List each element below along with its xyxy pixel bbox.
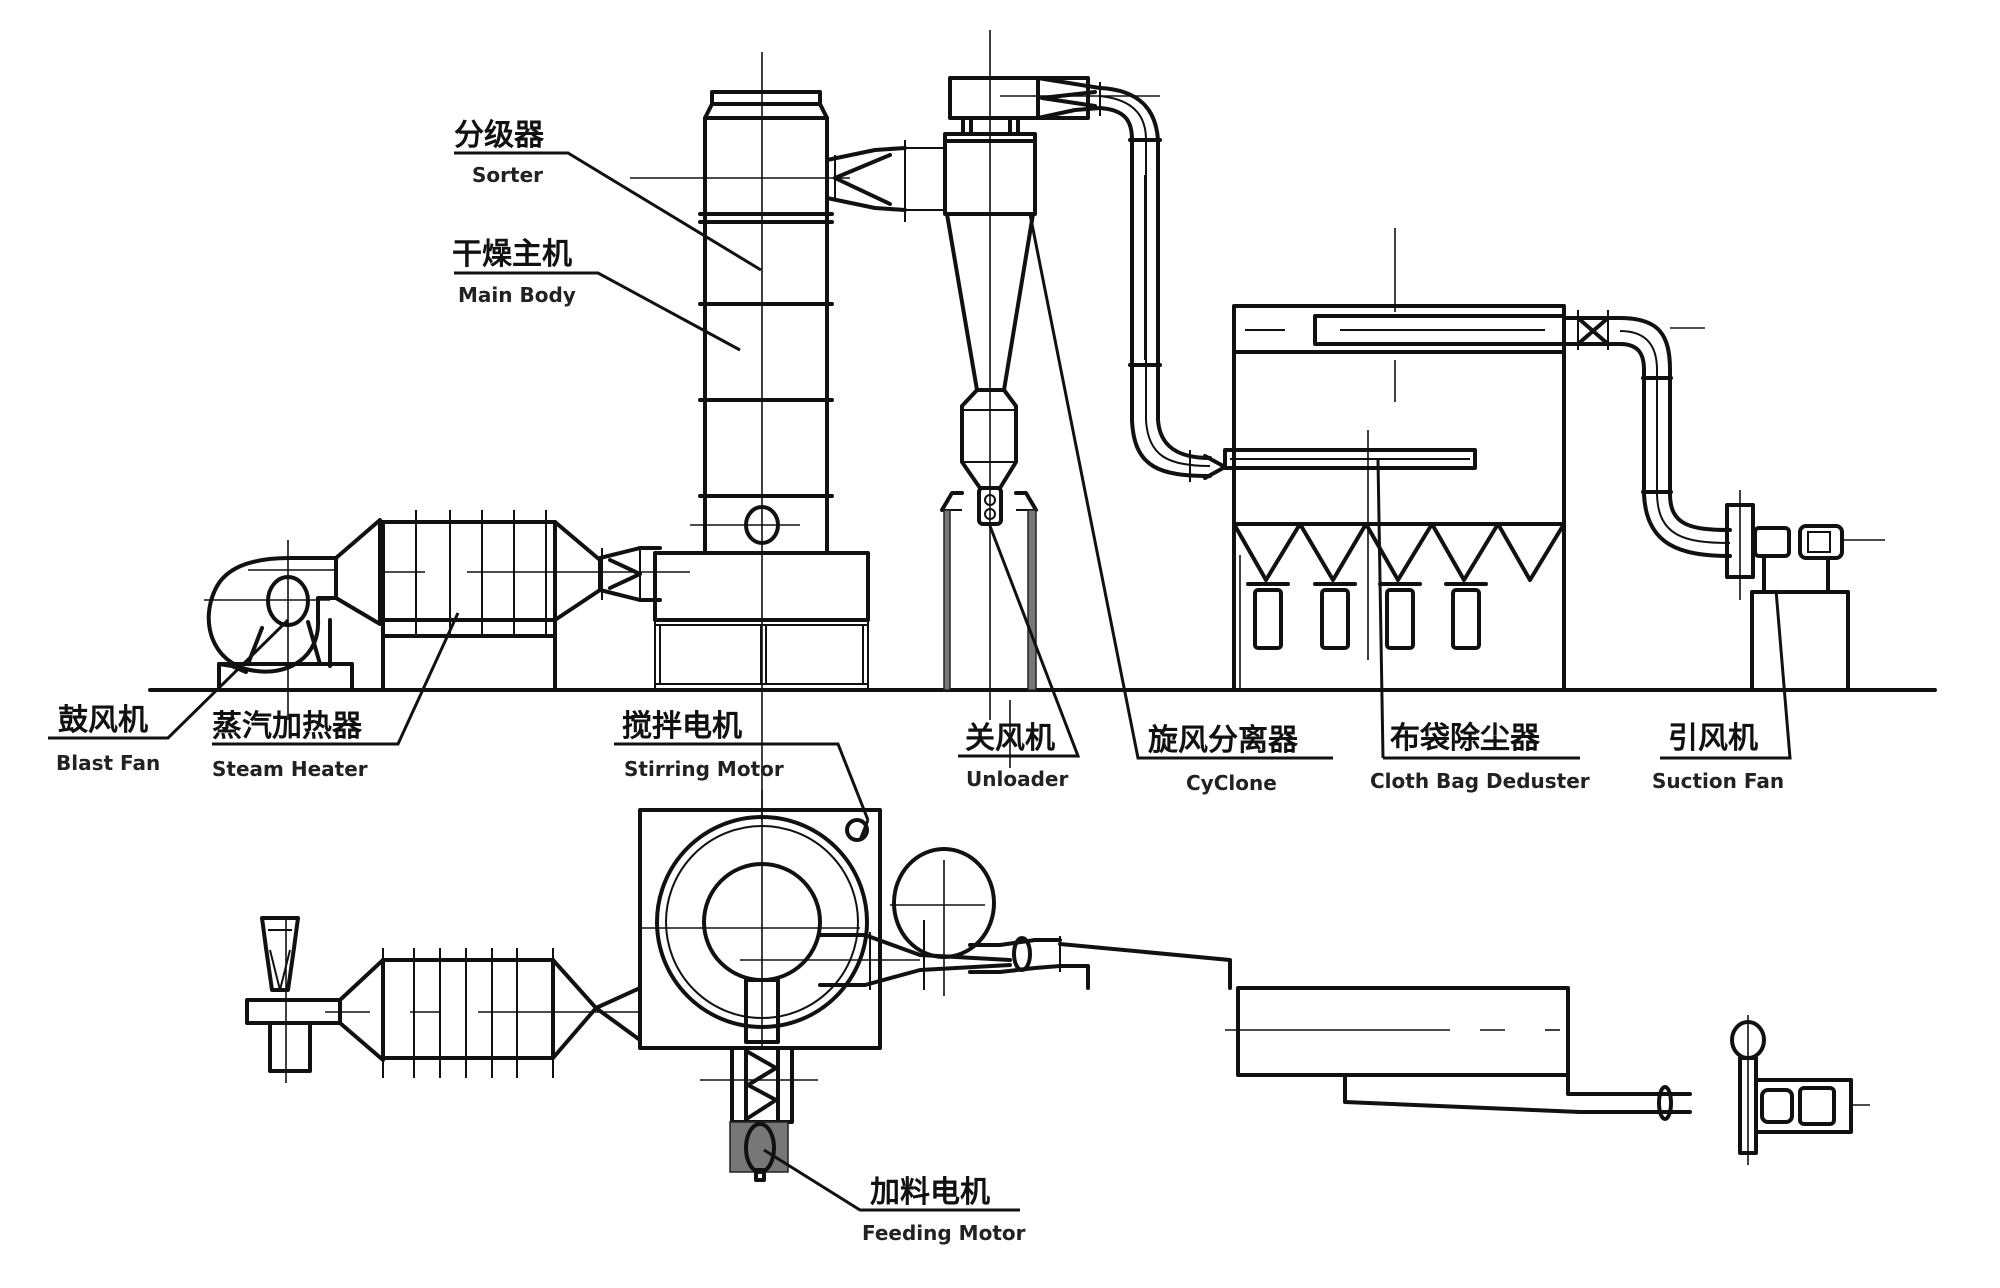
plan-steam-heater — [325, 948, 642, 1078]
label-cyclone: 旋风分离器 CyClone — [1148, 723, 1299, 795]
label-steam-heater: 蒸汽加热器 Steam Heater — [212, 709, 368, 781]
label-blast-fan-cn: 鼓风机 — [58, 703, 148, 738]
leader-lines — [48, 151, 1792, 821]
label-unloader-en: Unloader — [966, 767, 1068, 791]
plan-cyclone — [890, 847, 1232, 996]
plan-deduster — [1225, 986, 1592, 1114]
label-feeding-motor-en: Feeding Motor — [862, 1221, 1026, 1245]
label-cyclone-cn: 旋风分离器 — [1148, 723, 1299, 758]
stirring-motor-marker — [845, 818, 869, 842]
suction-fan — [1725, 490, 1885, 692]
label-deduster: 布袋除尘器 Cloth Bag Deduster — [1370, 721, 1590, 793]
cyclone-leg-left — [943, 509, 951, 691]
label-suction-fan: 引风机 Suction Fan — [1652, 721, 1784, 793]
stirring-motor-leader — [858, 819, 870, 841]
label-blast-fan-en: Blast Fan — [56, 751, 160, 775]
feeder-hopper — [245, 916, 342, 1083]
label-main-body-cn: 干燥主机 — [452, 237, 572, 272]
feeding-motor-body — [729, 1121, 789, 1173]
label-stirring-motor-en: Stirring Motor — [624, 757, 784, 781]
label-cyclone-en: CyClone — [1186, 771, 1277, 795]
label-main-body: 干燥主机 Main Body — [452, 237, 576, 307]
label-main-body-en: Main Body — [458, 283, 576, 307]
label-unloader: 关风机 Unloader — [965, 721, 1068, 791]
cyclone-leg-right — [1027, 509, 1037, 691]
label-suction-fan-cn: 引风机 — [1668, 721, 1758, 756]
plan-main-body — [638, 790, 1012, 1050]
label-stirring-motor: 搅拌电机 Stirring Motor — [622, 709, 784, 781]
main-body — [630, 52, 945, 720]
blast-fan — [204, 540, 354, 720]
label-suction-fan-en: Suction Fan — [1652, 769, 1784, 793]
cloth-bag-deduster — [1223, 228, 1732, 692]
elevation-view: 分级器 Sorter 干燥主机 Main Body 鼓风机 Blast Fan … — [48, 30, 1937, 821]
label-sorter-en: Sorter — [472, 163, 543, 187]
plan-feeder-screw — [700, 1046, 818, 1182]
label-deduster-cn: 布袋除尘器 — [1390, 721, 1541, 756]
label-sorter: 分级器 Sorter — [454, 118, 545, 187]
dust-hopper-outlets — [1246, 582, 1488, 650]
feeding-motor-leader — [763, 1148, 1020, 1212]
label-deduster-en: Cloth Bag Deduster — [1370, 769, 1590, 793]
cyclone — [940, 30, 1227, 720]
label-unloader-cn: 关风机 — [965, 721, 1055, 756]
label-stirring-motor-cn: 搅拌电机 — [622, 709, 742, 744]
label-steam-heater-cn: 蒸汽加热器 — [212, 709, 363, 744]
label-blast-fan: 鼓风机 Blast Fan — [56, 703, 160, 775]
label-sorter-cn: 分级器 — [454, 118, 545, 153]
label-steam-heater-en: Steam Heater — [212, 757, 368, 781]
label-feeding-motor: 加料电机 Feeding Motor — [862, 1175, 1026, 1245]
steam-heater — [334, 510, 690, 692]
label-feeding-motor-cn: 加料电机 — [870, 1175, 990, 1210]
plan-view: 加料电机 Feeding Motor — [245, 790, 1870, 1245]
plan-suction-fan — [1578, 1015, 1870, 1165]
